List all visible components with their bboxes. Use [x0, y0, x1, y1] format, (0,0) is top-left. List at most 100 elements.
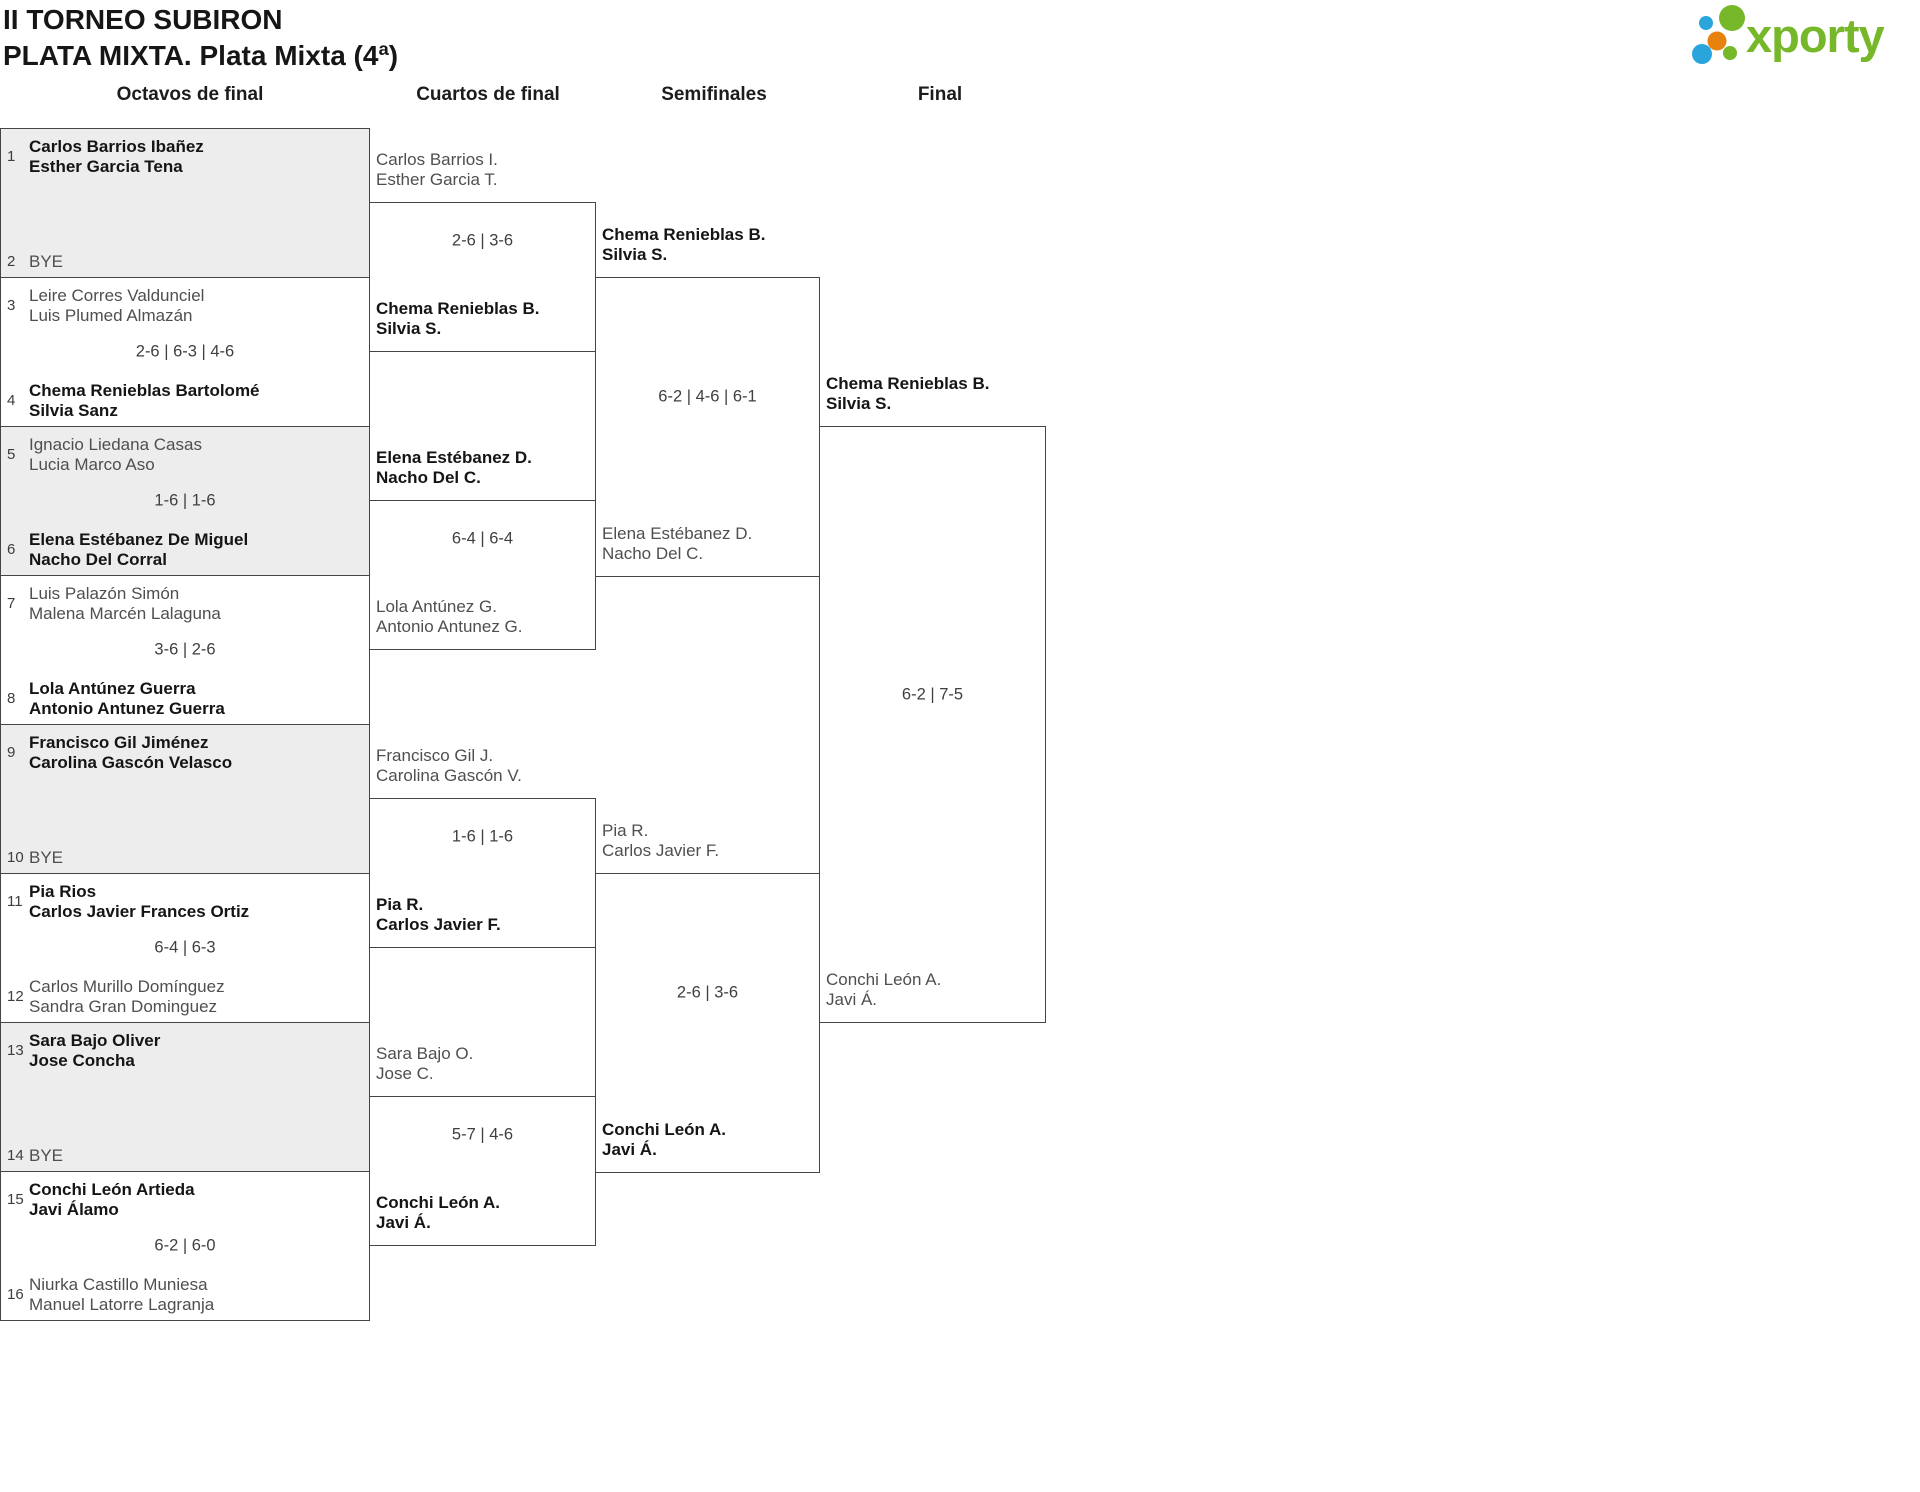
- team-label: Pia R.Carlos Javier F.: [376, 895, 589, 934]
- player-name: Javi Á.: [602, 1139, 657, 1159]
- team-label: Lola Antúnez G.Antonio Antunez G.: [376, 597, 589, 636]
- player-name: Carlos Murillo Domínguez: [29, 977, 225, 996]
- player-name: Carlos Javier Frances Ortiz: [29, 901, 250, 921]
- seed-number: 2: [7, 252, 16, 270]
- player-name: Esther Garcia Tena: [29, 156, 183, 176]
- seed-number: 11: [7, 893, 23, 910]
- round-header-final: Final: [917, 84, 963, 105]
- seed-number: 4: [7, 392, 16, 409]
- player-name: Francisco Gil J.: [376, 746, 494, 765]
- team-names: BYE: [29, 252, 365, 272]
- team-label: Sara Bajo O.Jose C.: [376, 1044, 589, 1083]
- seed-number: 13: [7, 1042, 24, 1059]
- player-name: Manuel Latorre Lagranja: [29, 1294, 215, 1314]
- player-name: Leire Corres Valdunciel: [29, 286, 205, 305]
- match-score: 6-4 | 6-3: [154, 938, 216, 957]
- player-name: Elena Estébanez De Miguel: [29, 530, 249, 549]
- match-score: 5-7 | 4-6: [451, 1125, 514, 1144]
- match-score: 6-2 | 7-5: [901, 685, 964, 703]
- logo-dot-blue: [1699, 16, 1713, 30]
- team-label: Conchi León A.Javi Á.: [826, 970, 1039, 1009]
- seed-number: 9: [7, 744, 16, 761]
- player-name: Luis Plumed Almazán: [29, 305, 193, 325]
- player-name: Luis Palazón Simón: [29, 584, 180, 603]
- player-name: Nacho Del Corral: [29, 549, 167, 569]
- page-title: II TORNEO SUBIRON PLATA MIXTA. Plata Mix…: [3, 2, 398, 74]
- player-name: Javi Álamo: [29, 1199, 119, 1219]
- tournament-name: II TORNEO SUBIRON: [3, 4, 283, 35]
- player-name: BYE: [29, 1145, 64, 1165]
- seed-number: 8: [7, 690, 16, 707]
- team-label: Conchi León A.Javi Á.: [602, 1120, 813, 1159]
- team-row: 2 BYE: [7, 252, 365, 272]
- player-name: Jose Concha: [29, 1050, 135, 1070]
- player-name: Carlos Javier F.: [602, 840, 720, 860]
- seed-number: 16: [7, 1286, 24, 1303]
- player-name: Sara Bajo O.: [376, 1044, 474, 1063]
- player-name: Silvia S.: [376, 318, 442, 338]
- logo-dot-blue: [1692, 44, 1712, 64]
- player-name: Elena Estébanez D.: [376, 448, 532, 467]
- team-names: BYE: [29, 1146, 365, 1166]
- player-name: Carolina Gascón Velasco: [29, 752, 233, 772]
- seed-number: 5: [7, 446, 16, 463]
- match-score: 2-6 | 3-6: [451, 231, 514, 250]
- player-name: Niurka Castillo Muniesa: [29, 1275, 208, 1294]
- team-label: Chema Renieblas B.Silvia S.: [376, 299, 589, 338]
- seed-number: 3: [7, 297, 16, 314]
- match-connector: [595, 873, 820, 1173]
- logo-dots-icon: [1692, 5, 1745, 64]
- logo-dot-green: [1719, 5, 1745, 31]
- match-score: 6-2 | 4-6 | 6-1: [658, 387, 757, 406]
- player-name: Jose C.: [376, 1063, 434, 1083]
- player-name: Lola Antúnez G.: [376, 597, 497, 616]
- team-label: Elena Estébanez D.Nacho Del C.: [376, 448, 589, 487]
- seed-number: 15: [7, 1191, 24, 1208]
- match-score: 6-4 | 6-4: [451, 529, 514, 548]
- team-label: Carlos Barrios I.Esther Garcia T.: [376, 150, 589, 189]
- player-name: Sandra Gran Dominguez: [29, 996, 218, 1016]
- player-name: Carlos Barrios Ibañez: [29, 137, 204, 156]
- team-label: Chema Renieblas B.Silvia S.: [826, 374, 1039, 413]
- player-name: Lola Antúnez Guerra: [29, 679, 196, 698]
- round-header-semifinales: Semifinales: [661, 84, 767, 105]
- player-name: Pia R.: [602, 821, 649, 840]
- player-name: Nacho Del C.: [376, 467, 481, 487]
- player-name: Esther Garcia T.: [376, 169, 498, 189]
- player-name: Elena Estébanez D.: [602, 524, 753, 543]
- player-name: Carlos Barrios I.: [376, 150, 498, 169]
- player-name: Chema Renieblas Bartolomé: [29, 381, 260, 400]
- match-score: 6-2 | 6-0: [154, 1236, 216, 1255]
- team-label: Francisco Gil J.Carolina Gascón V.: [376, 746, 589, 785]
- logo-wordmark: xporty: [1746, 9, 1885, 62]
- match-score: 1-6 | 1-6: [451, 827, 514, 846]
- player-name: Chema Renieblas B.: [826, 374, 990, 393]
- match-score: 1-6 | 1-6: [154, 491, 216, 510]
- player-name: Conchi León A.: [826, 970, 942, 989]
- match-score: 2-6 | 3-6: [676, 983, 739, 1002]
